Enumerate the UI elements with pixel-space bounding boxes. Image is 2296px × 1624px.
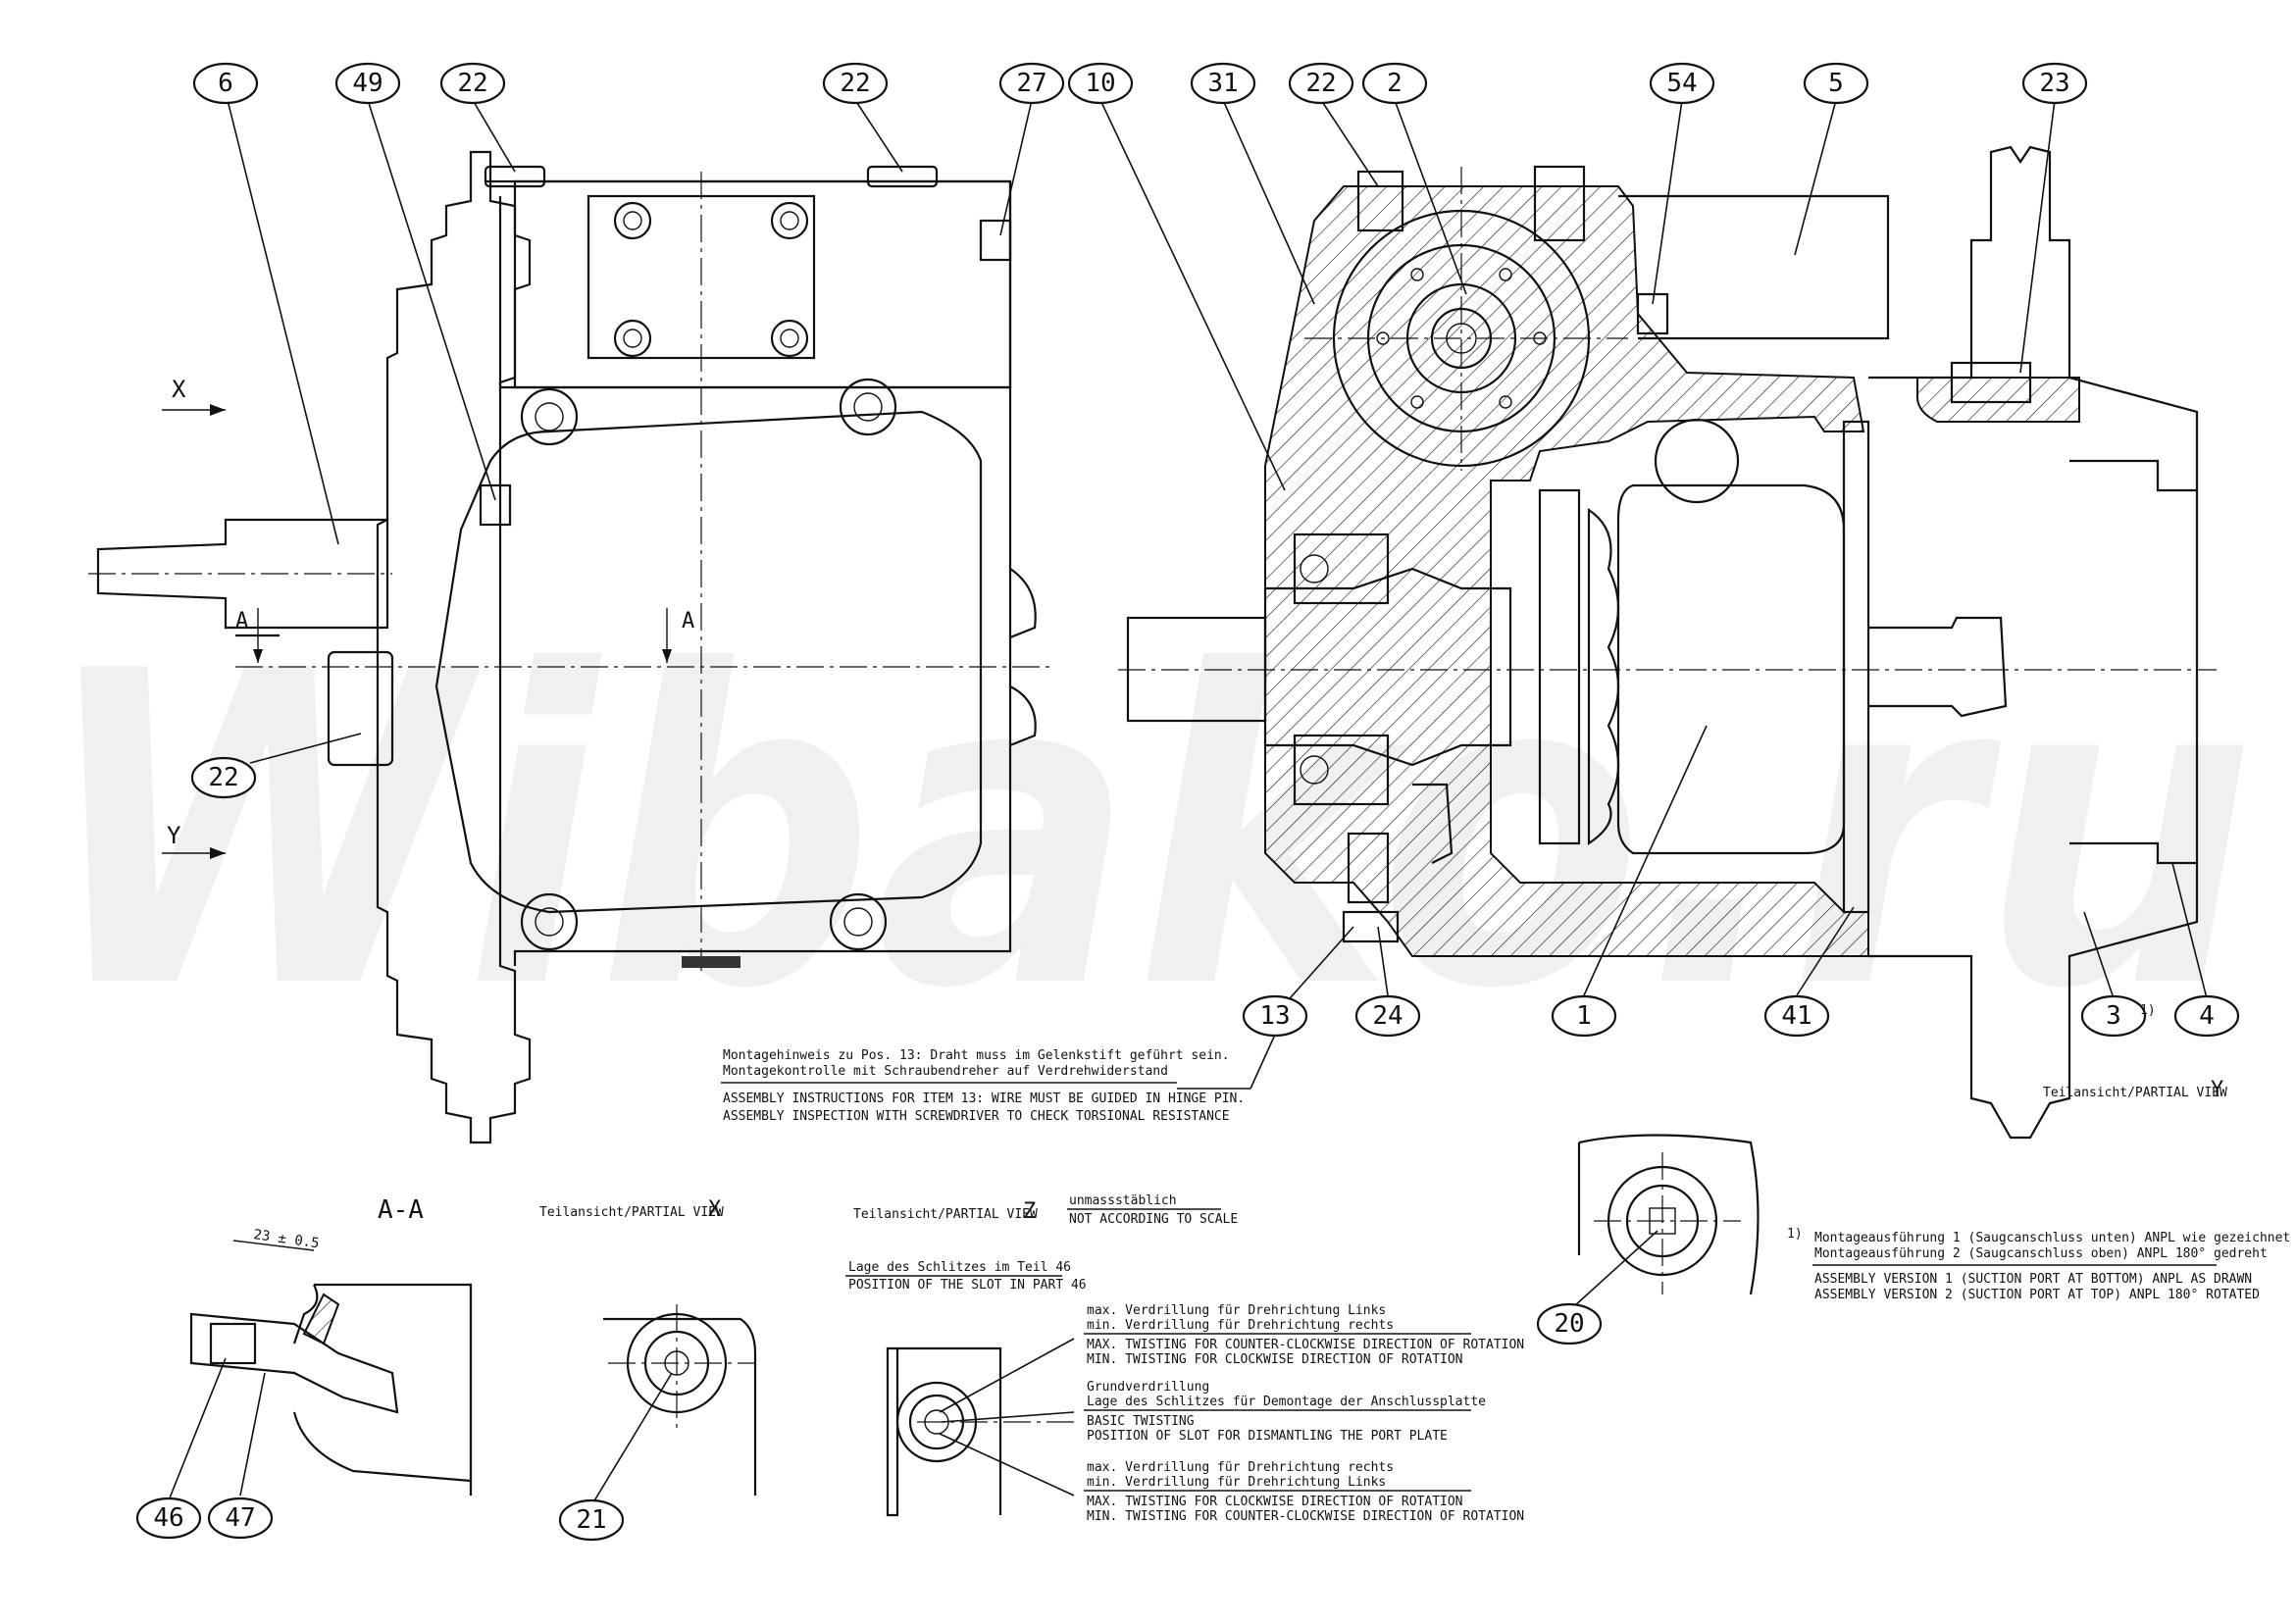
svg-text:6: 6 [218, 69, 233, 98]
balloon-1: 1 [1551, 994, 1617, 1038]
twist-mid-2: Lage des Schlitzes für Demontage der Ans… [1087, 1395, 1486, 1409]
svg-text:10: 10 [1085, 69, 1115, 98]
svg-text:49: 49 [352, 69, 383, 98]
balloon-46: 46 [135, 1497, 202, 1540]
section-a-a: A-A 23 ± 0.5 [189, 1195, 473, 1496]
footnote-line-4: ASSEMBLY VERSION 2 (SUCTION PORT AT TOP)… [1814, 1288, 2260, 1302]
twist-top-4: MIN. TWISTING FOR CLOCKWISE DIRECTION OF… [1087, 1352, 1463, 1367]
footnote-line-3: ASSEMBLY VERSION 1 (SUCTION PORT AT BOTT… [1814, 1272, 2252, 1287]
footnote-line-2: Montageausführung 2 (Saugcanschluss oben… [1814, 1246, 2268, 1261]
balloon-27: 27 [998, 62, 1065, 105]
svg-text:2: 2 [1387, 69, 1403, 98]
partial-view-z-caption: Teilansicht/PARTIAL VIEW [853, 1207, 1038, 1222]
partial-view-z: Teilansicht/PARTIAL VIEW Z unmassstäblic… [845, 1193, 1524, 1524]
partial-view-x-letter: X [708, 1197, 722, 1222]
assembly-note-line-4: ASSEMBLY INSPECTION WITH SCREWDRIVER TO … [723, 1109, 1230, 1124]
svg-text:20: 20 [1554, 1309, 1584, 1339]
twist-bot-3: MAX. TWISTING FOR CLOCKWISE DIRECTION OF… [1087, 1495, 1463, 1509]
left-side-view [88, 150, 1049, 1144]
balloon-3: 3 [2080, 994, 2147, 1038]
svg-text:23: 23 [2039, 69, 2069, 98]
partial-view-x-caption: Teilansicht/PARTIAL VIEW [539, 1205, 724, 1220]
balloon-22: 22 [439, 62, 506, 105]
footnote-marker-balloon-3: 1) [2140, 1003, 2156, 1018]
section-a-a-title: A-A [378, 1195, 424, 1225]
slot-title-en: POSITION OF THE SLOT IN PART 46 [848, 1278, 1087, 1293]
partial-view-y: Teilansicht/PARTIAL VIEW Y [2043, 1078, 2227, 1102]
svg-text:27: 27 [1016, 69, 1046, 98]
slot-title-de: Lage des Schlitzes im Teil 46 [848, 1260, 1071, 1275]
section-a-label-right: A [682, 609, 694, 634]
twist-top-1: max. Verdrillung für Drehrichtung Links [1087, 1303, 1386, 1318]
twist-top-2: min. Verdrillung für Drehrichtung rechts [1087, 1318, 1394, 1333]
svg-text:1: 1 [1576, 1001, 1592, 1031]
view-arrow-x-label: X [172, 376, 186, 403]
watermark: Wibako.ru [39, 581, 2256, 1083]
balloon-47: 47 [207, 1497, 274, 1540]
svg-text:21: 21 [576, 1505, 606, 1535]
twist-bot-1: max. Verdrillung für Drehrichtung rechts [1087, 1460, 1394, 1475]
balloon-49: 49 [334, 62, 401, 105]
balloon-21: 21 [558, 1498, 625, 1542]
balloon-5: 5 [1803, 62, 1869, 105]
svg-text:22: 22 [208, 763, 238, 792]
balloon-23: 23 [2021, 62, 2088, 105]
svg-text:3: 3 [2106, 1001, 2121, 1031]
svg-text:24: 24 [1372, 1001, 1403, 1031]
svg-text:22: 22 [840, 69, 870, 98]
leader-lines [168, 99, 2208, 1503]
svg-text:5: 5 [1828, 69, 1844, 98]
balloon-6: 6 [192, 62, 259, 105]
view-arrows: X Y A A [162, 376, 694, 859]
balloon-22: 22 [190, 756, 257, 799]
section-view [1118, 145, 2217, 1140]
svg-text:54: 54 [1666, 69, 1697, 98]
section-a-label-left: A [235, 609, 248, 634]
assembly-note-line-2: Montagekontrolle mit Schraubendreher auf… [723, 1064, 1168, 1079]
svg-text:31: 31 [1207, 69, 1238, 98]
svg-text:22: 22 [1305, 69, 1336, 98]
footnote-marker: 1) [1787, 1227, 1803, 1242]
twist-mid-3: BASIC TWISTING [1087, 1414, 1195, 1429]
twist-bot-4: MIN. TWISTING FOR COUNTER-CLOCKWISE DIRE… [1087, 1509, 1524, 1524]
svg-text:13: 13 [1259, 1001, 1290, 1031]
view-arrow-y-label: Y [167, 822, 181, 849]
partial-view-y-letter: Y [2211, 1078, 2223, 1102]
svg-text:46: 46 [153, 1503, 183, 1533]
balloon-2: 2 [1361, 62, 1428, 105]
twist-mid-4: POSITION OF SLOT FOR DISMANTLING THE POR… [1087, 1429, 1448, 1444]
balloon-22: 22 [822, 62, 889, 105]
footnote: 1) Montageausführung 1 (Saugcanschluss u… [1787, 1227, 2290, 1302]
dimension-label: 23 ± 0.5 [252, 1227, 320, 1251]
partial-view-x: Teilansicht/PARTIAL VIEW X [539, 1197, 757, 1496]
assembly-note: Montagehinweis zu Pos. 13: Draht muss im… [721, 1034, 1276, 1124]
partial-view-z-scale-en: NOT ACCORDING TO SCALE [1069, 1212, 1238, 1227]
twist-mid-1: Grundverdrillung [1087, 1380, 1209, 1395]
balloon-4: 4 [2173, 994, 2240, 1038]
balloon-10: 10 [1067, 62, 1134, 105]
svg-text:47: 47 [225, 1503, 255, 1533]
partial-view-z-scale-de: unmassstäblich [1069, 1193, 1177, 1208]
twist-top-3: MAX. TWISTING FOR COUNTER-CLOCKWISE DIRE… [1087, 1338, 1524, 1352]
svg-text:4: 4 [2199, 1001, 2215, 1031]
balloon-22: 22 [1288, 62, 1354, 105]
balloon-54: 54 [1649, 62, 1715, 105]
svg-text:41: 41 [1781, 1001, 1811, 1031]
balloon-31: 31 [1190, 62, 1256, 105]
partial-view-item-20 [1577, 1134, 1760, 1295]
balloon-24: 24 [1354, 994, 1421, 1038]
balloon-41: 41 [1763, 994, 1830, 1038]
footnote-line-1: Montageausführung 1 (Saugcanschluss unte… [1814, 1231, 2290, 1245]
twist-bot-2: min. Verdrillung für Drehrichtung Links [1087, 1475, 1386, 1490]
balloon-13: 13 [1242, 994, 1308, 1038]
assembly-note-line-1: Montagehinweis zu Pos. 13: Draht muss im… [723, 1048, 1230, 1063]
balloon-20: 20 [1536, 1302, 1603, 1345]
partial-view-y-caption: Teilansicht/PARTIAL VIEW [2043, 1086, 2227, 1100]
partial-view-z-letter: Z [1023, 1199, 1036, 1224]
svg-text:22: 22 [457, 69, 487, 98]
assembly-note-line-3: ASSEMBLY INSTRUCTIONS FOR ITEM 13: WIRE … [723, 1091, 1245, 1106]
